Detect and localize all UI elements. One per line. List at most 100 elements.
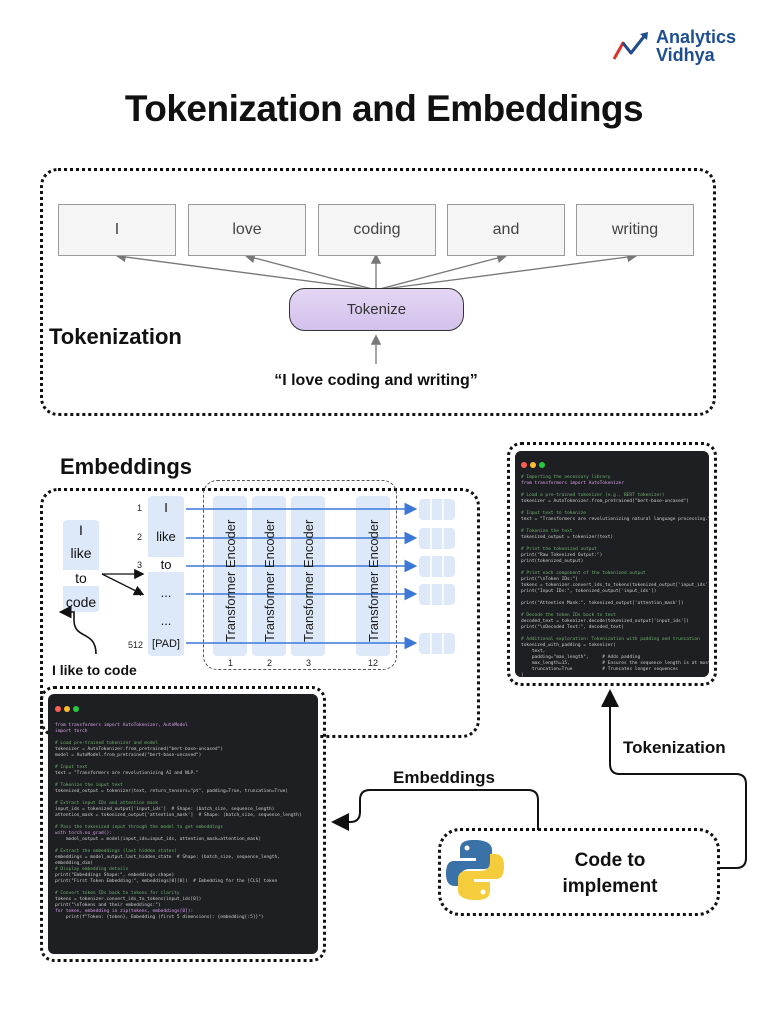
embedding-arrows [58,499,455,655]
tokenization-code-window-controls [515,451,709,475]
code-line: print("Raw Tokenized Output:") [521,553,603,558]
analytics-vidhya-logo-icon [612,32,648,60]
code-line: attention_mask = tokenized_output['atten… [55,813,302,818]
minimize-dot-icon [530,462,536,468]
code-line: import torch [55,729,88,734]
code-line: decoded_text = tokenizer.decode(tokenize… [521,619,689,624]
input-word-3: to [63,570,99,586]
code-line: padding="max_length", # Adds padding [521,655,641,660]
code-line: # Input text [55,765,88,770]
code-line: print("Embeddings Shape:", embeddings.sh… [55,873,175,878]
position-512: 512 [128,640,144,650]
close-dot-icon [521,462,527,468]
input-word-4: code [63,594,99,610]
code-line: model = AutoModel.from_pretrained("bert-… [55,753,202,758]
encoder-number-1: 1 [228,658,234,668]
token-2: like [148,529,184,544]
tokenization-heading: Tokenization [49,324,182,349]
encoder-group [203,480,397,670]
code-line: # Tokenize the input text [55,783,123,788]
code-line: # Extract the embeddings (last hidden st… [55,849,177,854]
minimize-dot-icon [64,706,70,712]
embeddings-code-panel: from transformers import AutoTokenizer, … [48,694,318,954]
code-line: # Convert token IDs back to tokens for c… [55,891,180,896]
encoder-block-1 [213,496,247,656]
encoder-block-2 [252,496,286,656]
encoder-block-12 [356,496,390,656]
code-line: print("\nToken IDs:") [521,577,578,582]
code-line: print("First Token Embedding:", embeddin… [55,879,278,884]
encoder-block-3 [291,496,325,656]
embeddings-code-body: from transformers import AutoTokenizer, … [48,723,318,921]
code-line: # Load pre-trained tokenizer and model [55,741,158,746]
page-title: Tokenization and Embeddings [124,88,644,129]
tokenization-code-frame [507,442,717,686]
code-line: # Print the tokenized output [521,547,597,552]
code-line: # Importing the necessary library [521,475,611,480]
code-line: tokens = tokenizer.convert_ids_to_tokens… [521,583,709,588]
embeddings-code-window-controls [48,694,318,723]
code-line: tokens = tokenizer.convert_ids_to_tokens… [55,897,202,902]
code-line: # Extract input IDs and attention mask [55,801,158,806]
code-line: model_output = model(input_ids=input_ids… [55,837,261,842]
flow-embeddings-label: Embeddings [393,768,496,787]
embeddings-code-frame [40,686,326,962]
code-line: text, [521,649,546,654]
code-line: # Display embedding details [55,867,129,872]
code-line: ) [521,673,524,677]
code-line: # Additional exploration: Tokenization w… [521,637,700,642]
code-line: # Print each component of the tokenized … [521,571,646,576]
code-label-line2: implement [562,876,658,897]
code-line: print("Attention Mask:", tokenized_outpu… [521,601,684,606]
embeddings-input-sentence: I like to code [52,662,137,678]
token-box-4: and [447,204,565,256]
code-line: print("\nDecoded Text:", decoded_text) [521,625,624,630]
brand-line2: Vidhya [656,45,715,65]
brand-logo: Analytics Vidhya [612,28,736,64]
code-line: text = "Transformers are revolutionizing… [521,517,709,522]
code-line: truncation=True # Truncates longer seque… [521,667,679,672]
encoder-number-2: 2 [267,658,273,668]
flow-tokenization-label: Tokenization [623,738,726,757]
code-line: embedding_dim) [55,861,93,866]
code-line: with torch.no_grad(): [55,831,112,836]
token-pad: [PAD] [148,638,184,650]
maximize-dot-icon [73,706,79,712]
code-line: tokenized_output = tokenizer(text, retur… [55,789,288,794]
code-line: # Input text to tokenize [521,511,587,516]
code-line: # Load a pre-trained tokenizer (e.g., BE… [521,493,665,498]
token-box-1: I [58,204,176,256]
code-line: input_ids = tokenized_output['input_ids'… [55,807,275,812]
code-line: tokenizer = AutoTokenizer.from_pretraine… [521,499,689,504]
brand-line1: Analytics [656,27,737,47]
code-line: print("\nTokens and their embeddings:") [55,903,161,908]
code-to-implement-label: Code to implement [510,848,710,900]
position-3: 3 [137,560,143,570]
embeddings-heading: Embeddings [60,454,193,479]
token-column [148,496,184,656]
code-line: print(f"Token: {token}, Embedding (first… [55,915,264,920]
close-dot-icon [55,706,61,712]
brand-name: Analytics Vidhya [656,28,736,64]
code-line: from transformers import AutoTokenizer, … [55,723,188,728]
code-line: print(tokenized_output) [521,559,584,564]
code-line: # Decode the token IDs back to text [521,613,616,618]
code-line: tokenized_with_padding = tokenizer( [521,643,616,648]
tokenize-process: Tokenize [289,288,464,331]
code-line: embeddings = model_output.last_hidden_st… [55,855,280,860]
code-label-line1: Code to [574,850,646,871]
token-box-5: writing [576,204,694,256]
tokenization-panel [40,168,716,416]
code-line: for token, embedding in zip(tokens, embe… [55,909,194,914]
encoder-number-3: 3 [306,658,312,668]
encoder-number-12: 12 [368,658,379,668]
input-word-2: like [63,545,99,561]
tokenization-arrows [115,251,638,364]
tokenization-input-sentence: “I love coding and writing” [274,372,478,389]
token-1: I [148,500,184,515]
code-line: tokenizer = AutoTokenizer.from_pretraine… [55,747,223,752]
position-2: 2 [137,532,143,542]
